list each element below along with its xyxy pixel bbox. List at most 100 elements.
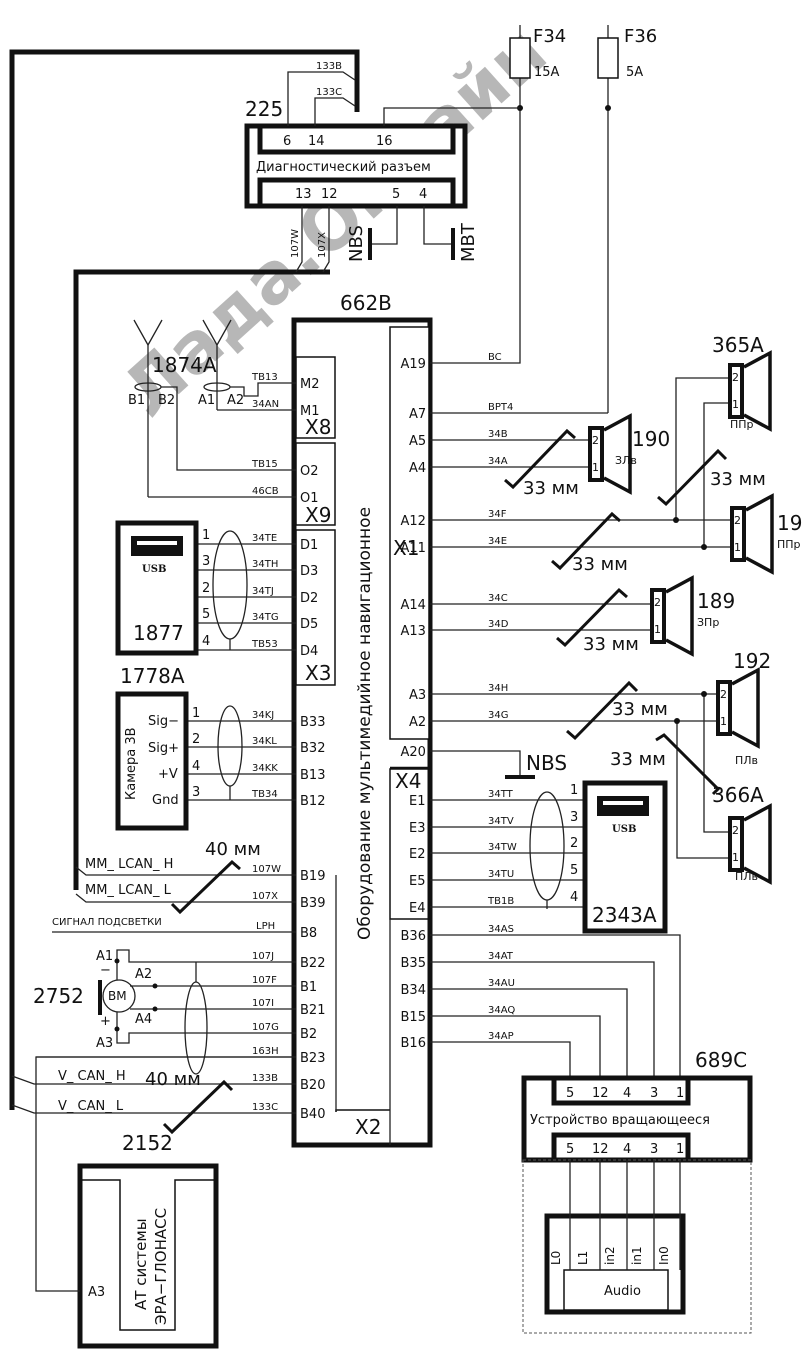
wire-107x-diag: 107X — [317, 232, 328, 258]
connector-x1: X1 — [393, 536, 419, 560]
wire-34kj: 34KJ — [252, 710, 274, 721]
usb-1877-pin: 5 — [202, 607, 210, 622]
speaker-position: ППр — [730, 418, 754, 431]
speaker-pin-2: 2 — [732, 371, 739, 384]
usb-1877-pin: 3 — [202, 554, 210, 569]
twist-marker-lcan — [170, 859, 241, 915]
wire-tb34: TB34 — [251, 789, 278, 800]
speakers: 21190ЗЛв21365AППр2119ППр21189ЗПр21192ПЛв… — [588, 333, 802, 885]
diag-connector-225: 225 6 14 16 Диагностический разъем 13 12… — [244, 61, 520, 273]
pin-d3: D3 — [300, 564, 318, 579]
wire-34tw: 34TW — [488, 842, 517, 853]
camera-pin-gnd: Gnd — [152, 793, 179, 808]
pin-b1: B1 — [300, 980, 317, 995]
wire-34te: 34TE — [252, 533, 277, 544]
pin-b20: B20 — [300, 1078, 325, 1093]
rotator-pin-top: 1 — [676, 1086, 684, 1101]
speaker-pin-1: 1 — [732, 851, 739, 864]
audio-pin-in2: in2 — [603, 1246, 617, 1265]
diag-connector-title: Диагностический разъем — [256, 160, 431, 175]
speaker-ref: 366A — [712, 783, 764, 807]
camera-pin-num: 2 — [192, 732, 200, 747]
pin-b33: B33 — [300, 715, 325, 730]
microphone-2752: 2752 BM A1 A2 A4 A3 − + — [33, 949, 296, 1075]
glonass-ref: 2152 — [122, 1131, 173, 1155]
pin-b21: B21 — [300, 1003, 325, 1018]
speaker-pin-2: 2 — [720, 688, 727, 701]
diag-pin-14: 14 — [308, 134, 325, 149]
antenna-pin-b2: B2 — [158, 393, 175, 408]
wire-133b: 133B — [252, 1073, 278, 1084]
pin-b2: B2 — [300, 1027, 317, 1042]
wire-34kk: 34KK — [252, 763, 278, 774]
pin-a5: A5 — [409, 434, 426, 449]
pin-a7: A7 — [409, 407, 426, 422]
pin-a20: A20 — [401, 745, 426, 760]
mic-pin-a1: A1 — [96, 949, 113, 964]
connector-x4: X4 — [395, 769, 421, 793]
audio-pin-in0: In0 — [657, 1246, 671, 1265]
pin-b12: B12 — [300, 794, 325, 809]
wire-46cb: 46CB — [252, 486, 279, 497]
pin-b8: B8 — [300, 926, 317, 941]
connector-x3: X3 — [305, 661, 331, 685]
usb-1877-label: USB — [142, 564, 166, 575]
usb-2343-label: USB — [612, 824, 636, 835]
rotating-device-689c: 689C Устройство вращающееся Audio — [521, 1048, 753, 1334]
wire-34d: 34D — [488, 619, 509, 630]
fuse-f36: F36 5A — [597, 25, 657, 413]
twist-length-189: 33 мм — [583, 634, 639, 655]
usb-1877-pin: 1 — [202, 528, 210, 543]
speaker-position: ППр — [777, 538, 801, 551]
speaker-pin-1: 1 — [654, 623, 661, 636]
pin-o1: O1 — [300, 491, 319, 506]
pin-d5: D5 — [300, 617, 318, 632]
wire-tb53: TB53 — [251, 639, 278, 650]
mic-label: BM — [108, 989, 127, 1003]
wire-lph: LPH — [256, 921, 275, 932]
speaker-ref: 19 — [777, 511, 802, 535]
camera-ref: 1778A — [120, 664, 185, 688]
rotator-pin-top: 12 — [592, 1086, 609, 1101]
speaker-pin-1: 1 — [592, 461, 599, 474]
label-mm-lcan-h: MM_ LCAN_ H — [85, 857, 173, 872]
mic-pin-a3: A3 — [96, 1036, 113, 1051]
wire-34a: 34A — [488, 456, 508, 467]
camera-title: Камера 3В — [124, 727, 139, 800]
twist-length-190: 33 мм — [523, 478, 579, 499]
camera-1778a: 1778A Камера 3В Sig− Sig+ +V Gnd — [115, 664, 243, 831]
wire-107x: 107X — [252, 891, 278, 902]
wire-34e: 34E — [488, 536, 507, 547]
connector-x9: X9 — [305, 503, 331, 527]
pin-m2: M2 — [300, 377, 320, 392]
mic-pin-a4: A4 — [135, 1012, 152, 1027]
wire-34at: 34AT — [488, 951, 514, 962]
ground-nbs-a20: NBS — [430, 750, 567, 779]
mic-pin-a2: A2 — [135, 967, 152, 982]
speaker-ref: 190 — [632, 427, 670, 451]
audio-pin-l1: L1 — [576, 1251, 590, 1265]
wire-107j: 107J — [252, 951, 274, 962]
pin-b35: B35 — [401, 956, 426, 971]
label-backlight: СИГНАЛ ПОДСВЕТКИ — [52, 917, 162, 928]
pin-d4: D4 — [300, 644, 318, 659]
diag-connector-ref: 225 — [245, 97, 283, 121]
pin-a4: A4 — [409, 461, 426, 476]
mic-minus: − — [100, 963, 111, 978]
glonass-unit-2152: 2152 АТ системы ЭРА−ГЛОНАСС A3 — [35, 1060, 219, 1349]
rotator-title: Устройство вращающееся — [530, 1113, 710, 1128]
usb-port-2343a: USB 2343A — [529, 780, 668, 934]
diag-pin-5: 5 — [392, 187, 400, 202]
pin-m1: M1 — [300, 404, 320, 419]
pin-b36: B36 — [401, 929, 426, 944]
wire-34kl: 34KL — [252, 736, 277, 747]
usb-1877-ref: 1877 — [133, 621, 184, 645]
label-mm-lcan-l: MM_ LCAN_ L — [85, 883, 172, 898]
twist-length-lcan: 40 мм — [205, 839, 261, 860]
usb-2343-pin: 2 — [570, 836, 578, 851]
camera-pin-num: 3 — [192, 785, 200, 800]
usb-2343-ref: 2343A — [592, 903, 657, 927]
twist-length-vcan: 40 мм — [145, 1069, 201, 1090]
wire-107i: 107I — [252, 998, 274, 1009]
pin-d1: D1 — [300, 538, 318, 553]
